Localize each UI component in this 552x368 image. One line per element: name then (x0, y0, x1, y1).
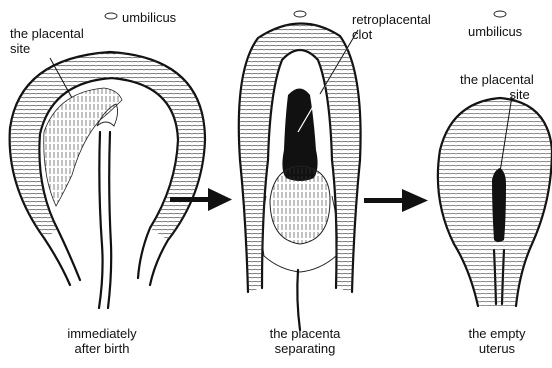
umbilicus-icon (105, 13, 117, 19)
caption-separating-line2: separating (250, 341, 360, 356)
caption-placenta-separating: the placenta separating (250, 326, 360, 356)
placental-site-label-3-line2: site (460, 87, 534, 102)
uterus-after-birth (10, 13, 205, 308)
caption-empty-line2: uterus (452, 341, 542, 356)
caption-after-birth: immediately after birth (52, 326, 152, 356)
retroplacental-label-line2: clot (352, 27, 431, 42)
placental-site-label-1: the placental site (10, 26, 84, 56)
placental-site-label-1-line2: site (10, 41, 84, 56)
retroplacental-clot-label: retroplacental clot (352, 12, 431, 42)
caption-empty-uterus: the empty uterus (452, 326, 542, 356)
retroplacental-label-line1: retroplacental (352, 12, 431, 27)
umbilicus-icon (494, 11, 506, 17)
umbilicus-label-1: umbilicus (122, 10, 176, 25)
caption-separating-line1: the placenta (250, 326, 360, 341)
arrow-right-icon (364, 189, 428, 212)
placental-site-label-3-line1: the placental (460, 72, 534, 87)
caption-empty-line1: the empty (452, 326, 542, 341)
placental-site-label-3: the placental site (460, 72, 534, 102)
placental-site-label-1-line1: the placental (10, 26, 84, 41)
umbilicus-label-3: umbilicus (468, 24, 522, 39)
caption-after-birth-line1: immediately (52, 326, 152, 341)
uterus-placenta-separating (239, 11, 361, 330)
caption-after-birth-line2: after birth (52, 341, 152, 356)
umbilicus-icon (294, 11, 306, 17)
uterus-empty (438, 11, 552, 306)
